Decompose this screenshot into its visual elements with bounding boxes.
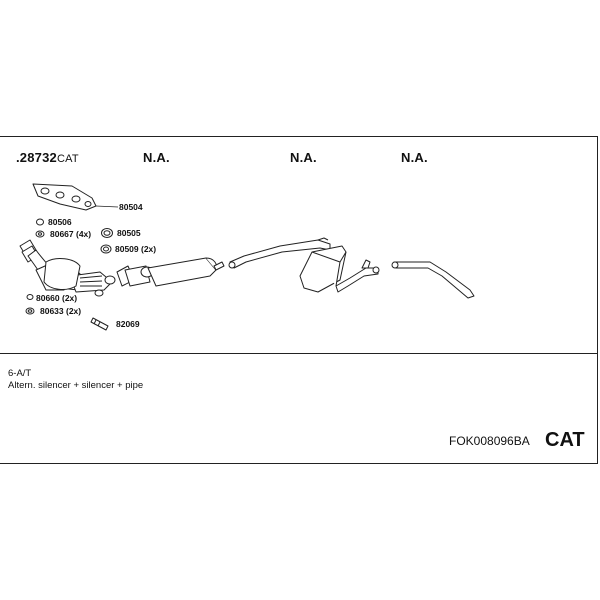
section-divider <box>0 353 598 354</box>
notes: 6-A/T Altern. silencer + silencer + pipe <box>8 368 143 392</box>
part-number-header: .28732CAT <box>16 150 79 165</box>
notes-line-2: Altern. silencer + silencer + pipe <box>8 380 144 391</box>
section-label-1: N.A. <box>143 150 170 165</box>
diagram-frame <box>0 136 598 464</box>
gasket-80505 <box>101 228 113 238</box>
label-80505: 80505 <box>117 228 141 238</box>
part-suffix: CAT <box>56 153 79 165</box>
clamp-80660 <box>26 289 104 300</box>
nut-80506 <box>36 218 44 226</box>
clamp-80509 <box>100 244 112 254</box>
kit-code: FOK008096BA <box>449 434 530 448</box>
catalyst <box>43 258 81 290</box>
part-number: .28732 <box>16 150 57 165</box>
label-80633: 80633 (2x) <box>40 306 82 316</box>
label-80509: 80509 (2x) <box>115 244 157 254</box>
label-82069: 82069 <box>116 319 140 329</box>
section-label-3: N.A. <box>401 150 428 165</box>
middle-silencer <box>116 257 225 287</box>
leader-80504 <box>95 205 119 208</box>
bolt-82069 <box>90 317 109 331</box>
label-80504: 80504 <box>119 202 143 212</box>
gasket-80504 <box>32 183 97 211</box>
label-80667: 80667 (4x) <box>50 229 92 239</box>
tail-pipe <box>391 261 475 299</box>
cat-badge: CAT <box>545 429 585 451</box>
rear-silencer <box>299 245 380 293</box>
gasket-80633 <box>25 307 35 315</box>
label-80506: 80506 <box>48 217 72 227</box>
stud-80667 <box>35 230 45 238</box>
section-label-2: N.A. <box>290 150 317 165</box>
label-80660: 80660 (2x) <box>36 293 78 303</box>
notes-line-1: 6-A/T <box>8 368 32 379</box>
